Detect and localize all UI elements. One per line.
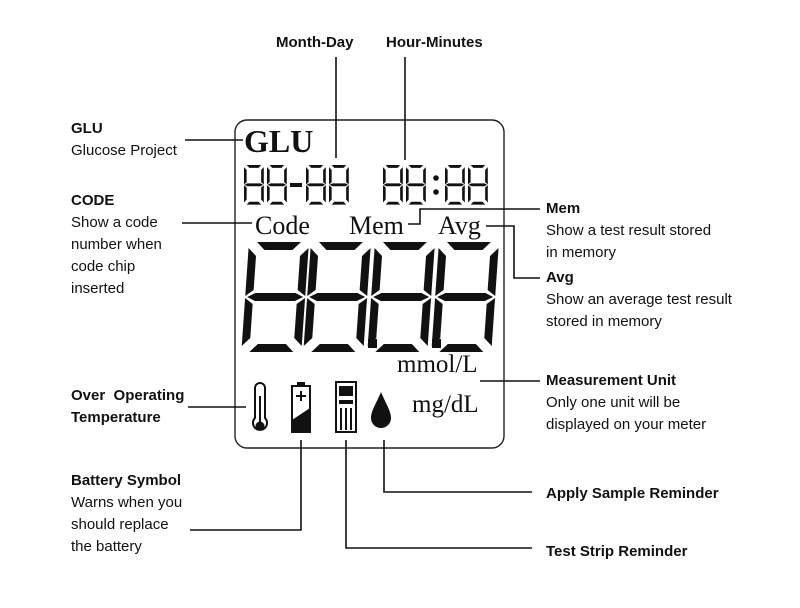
battery-callout-desc-1: Warns when you <box>71 494 183 511</box>
mem-label: Mem <box>349 211 404 240</box>
time-digits <box>383 165 488 205</box>
glu-label: GLU <box>244 123 313 159</box>
code-callout-title: CODE <box>71 192 115 209</box>
glu-callout-desc: Glucose Project <box>71 142 177 159</box>
mem-callout-title: Mem <box>546 200 581 217</box>
hour-minutes-callout: Hour-Minutes <box>386 32 483 54</box>
battery-callout-title: Battery Symbol <box>71 472 182 489</box>
mem-callout: Mem Show a test result stored in memory <box>546 198 711 264</box>
sample-callout: Apply Sample Reminder <box>546 483 719 505</box>
avg-callout-desc-2: stored in memory <box>546 313 662 330</box>
temperature-callout-title-2: Temperature <box>71 409 161 426</box>
code-label: Code <box>255 211 310 240</box>
test-strip-icon <box>335 381 357 433</box>
unit-callout-desc-1: Only one unit will be <box>546 394 681 411</box>
temperature-callout-title-1: Over Operating <box>71 387 185 404</box>
sample-callout-title: Apply Sample Reminder <box>546 485 719 502</box>
strip-callout: Test Strip Reminder <box>546 541 687 563</box>
lcd-frame <box>234 119 505 449</box>
leader-lines <box>182 57 540 549</box>
glu-callout-title: GLU <box>71 120 103 137</box>
unit-callout: Measurement Unit Only one unit will be d… <box>546 370 706 436</box>
battery-callout-desc-3: the battery <box>71 538 142 555</box>
month-day-callout: Month-Day <box>276 32 354 54</box>
unit-callout-desc-2: displayed on your meter <box>546 416 707 433</box>
code-callout-desc-1: Show a code <box>71 214 158 231</box>
blood-drop-icon <box>371 392 391 428</box>
avg-label: Avg <box>438 211 481 240</box>
month-day-title: Month-Day <box>276 34 354 51</box>
main-reading-digits <box>241 242 499 352</box>
date-digits <box>244 165 349 205</box>
unit-mg: mg/dL <box>412 391 479 418</box>
battery-callout: Battery Symbol Warns when you should rep… <box>71 470 182 558</box>
avg-callout: Avg Show an average test result stored i… <box>546 267 732 333</box>
mem-callout-desc-2: in memory <box>546 244 617 261</box>
code-callout-desc-4: inserted <box>71 280 125 297</box>
avg-callout-desc-1: Show an average test result <box>546 291 732 308</box>
mem-callout-desc-1: Show a test result stored <box>546 222 712 239</box>
code-callout-desc-3: code chip <box>71 258 136 275</box>
glu-callout: GLU Glucose Project <box>71 118 177 162</box>
code-callout: CODE Show a code number when code chip i… <box>71 190 162 300</box>
hour-minutes-title: Hour-Minutes <box>386 34 483 51</box>
battery-icon <box>291 382 311 433</box>
code-callout-desc-2: number when <box>71 236 162 253</box>
avg-callout-title: Avg <box>546 269 574 286</box>
temperature-callout: Over Operating Temperature <box>71 385 184 429</box>
strip-callout-title: Test Strip Reminder <box>546 543 688 560</box>
unit-callout-title: Measurement Unit <box>546 372 677 389</box>
unit-mmol: mmol/L <box>397 351 478 378</box>
thermometer-icon <box>252 382 268 431</box>
battery-callout-desc-2: should replace <box>71 516 169 533</box>
